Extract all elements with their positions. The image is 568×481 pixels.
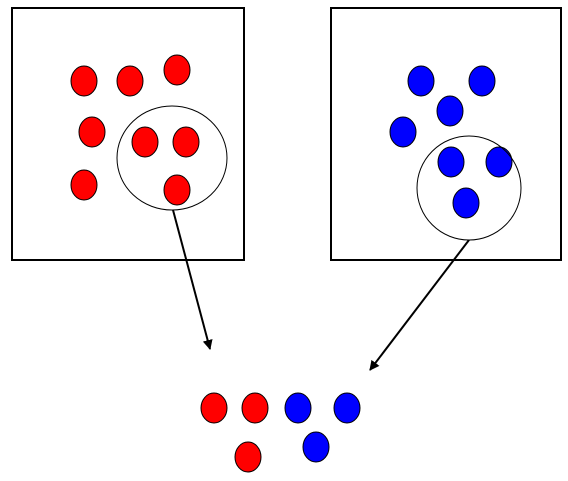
red-dot-8 — [163, 174, 191, 206]
left-panel-dots — [70, 54, 200, 206]
combined-red-dot-3 — [234, 441, 262, 473]
combined-blue-dot-2 — [333, 392, 361, 424]
combined-blue-dot-3 — [302, 431, 330, 463]
red-dot-5 — [70, 169, 98, 201]
red-dot-6 — [131, 126, 159, 158]
combined-red-dot-2 — [241, 392, 269, 424]
left-panel-frame — [11, 7, 245, 261]
blue-dot-4 — [389, 116, 417, 148]
blue-dot-7 — [452, 187, 480, 219]
red-dot-4 — [78, 116, 106, 148]
blue-dot-2 — [468, 65, 496, 97]
red-dot-7 — [172, 126, 200, 158]
red-dot-1 — [70, 65, 98, 97]
blue-dot-6 — [485, 146, 513, 178]
red-dot-3 — [163, 54, 191, 86]
right-sample-arrow — [369, 239, 470, 371]
combined-red-dot-1 — [200, 392, 228, 424]
combined-sample-dots — [200, 392, 361, 473]
right-panel-frame — [330, 7, 562, 261]
right-panel-dots — [389, 65, 513, 219]
left-sample-arrow — [172, 209, 213, 350]
blue-dot-5 — [437, 146, 465, 178]
left-sample-circle — [116, 105, 228, 211]
combined-blue-dot-1 — [284, 392, 312, 424]
red-dot-2 — [116, 65, 144, 97]
left-panel — [11, 7, 245, 261]
right-panel — [330, 7, 562, 261]
blue-dot-1 — [407, 65, 435, 97]
blue-dot-3 — [436, 95, 464, 127]
